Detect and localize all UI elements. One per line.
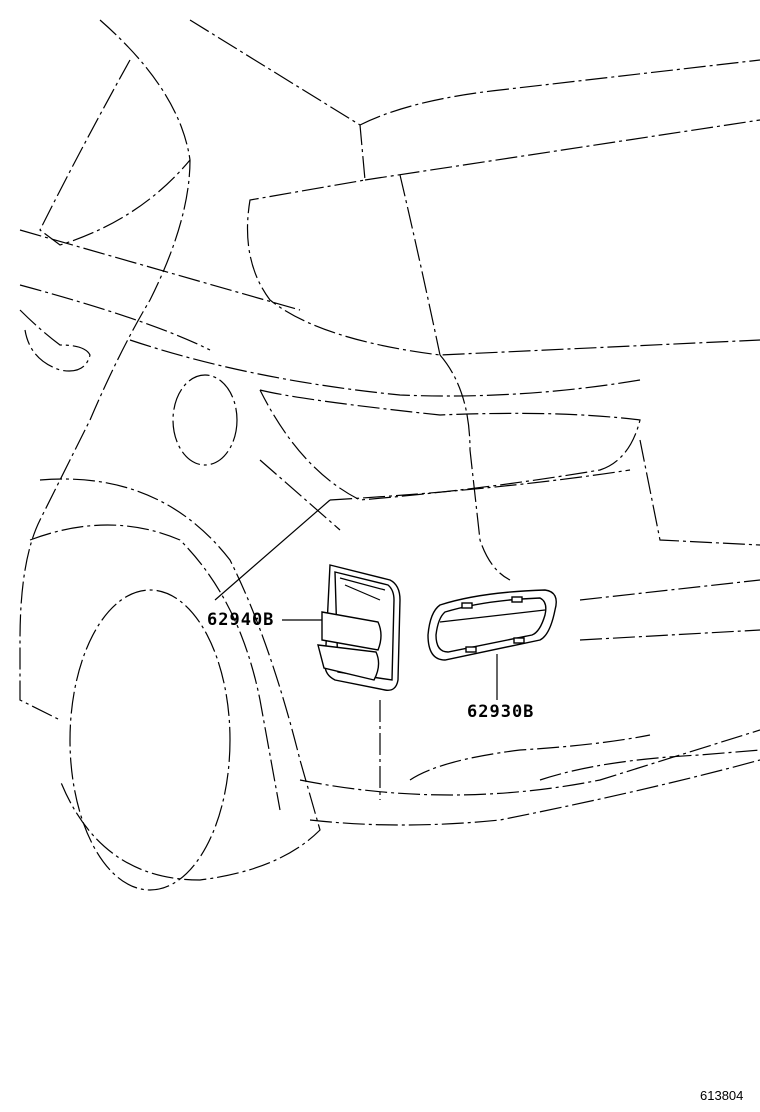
- tire-outline: [69, 589, 231, 891]
- figure-id: 613804: [700, 1088, 744, 1103]
- part-62940B-drawing: [317, 564, 401, 691]
- leader-line-pointer: [214, 499, 331, 601]
- fuel-door-outline: [172, 374, 238, 466]
- part-label-62940B[interactable]: 62940B: [207, 610, 275, 630]
- part-62930B-drawing: [427, 589, 557, 661]
- tail-lamp-outline: [259, 389, 641, 501]
- part-label-62930B[interactable]: 62930B: [467, 702, 535, 722]
- rear-window-outline: [189, 19, 760, 356]
- wheel-arch-outline: [39, 478, 321, 881]
